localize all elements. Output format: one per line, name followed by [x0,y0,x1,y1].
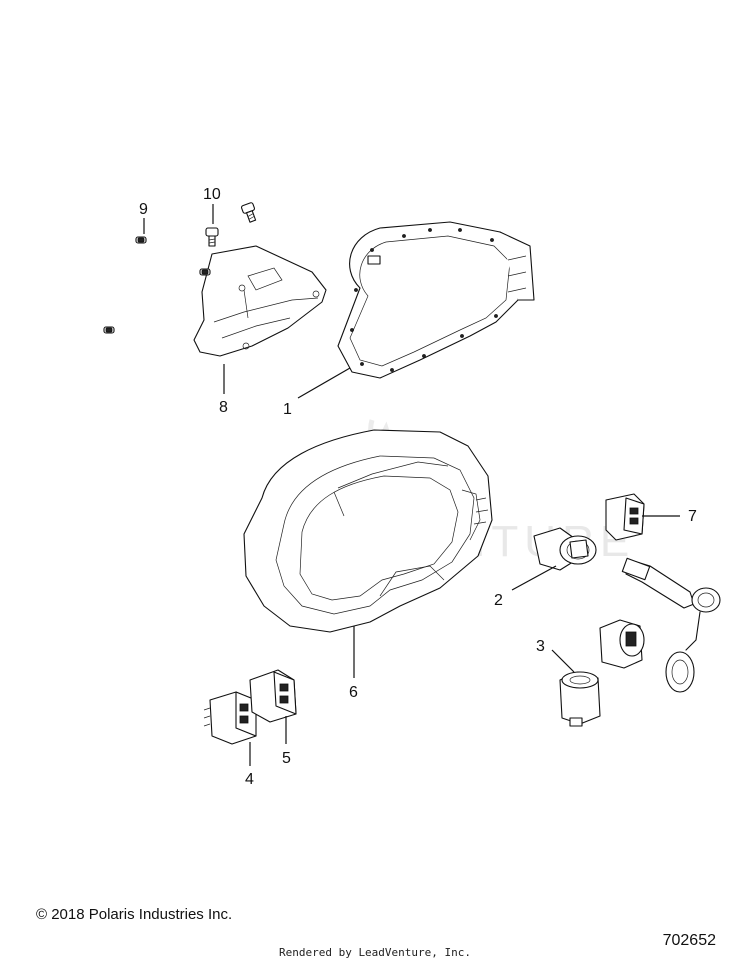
part-6-cluster-housing [243,429,493,633]
document-number: 702652 [662,932,716,949]
callout-8: 8 [219,399,228,416]
part-10-bolts [205,202,257,247]
part-5-rocker-switch [249,669,297,723]
part-7-rocker-switch [605,493,645,541]
callout-10: 10 [203,186,221,203]
callout-1: 1 [283,401,292,418]
rendered-by-notice: Rendered by LeadVenture, Inc. [278,946,472,959]
leader-lines [143,204,680,766]
part-2-key-switch [533,527,597,571]
leader-2 [511,565,557,591]
callout-6: 6 [349,684,358,701]
callout-7: 7 [688,508,697,525]
leader-3 [551,649,575,673]
part-4-rocker-switch [203,691,257,745]
part-3-power-outlets [559,619,645,727]
part-9-screws [103,236,211,334]
callout-9: 9 [139,201,148,218]
copyright-notice: © 2018 Polaris Industries Inc. [36,906,233,923]
callout-labels: 1 2 3 4 5 6 7 8 9 10 [139,186,697,788]
callout-5: 5 [282,750,291,767]
leader-1 [297,367,351,399]
part-8-bracket [193,245,327,357]
callout-2: 2 [494,592,503,609]
callout-3: 3 [536,638,545,655]
callout-4: 4 [245,771,254,788]
part-1-bezel [337,221,535,379]
socket-harness [621,557,721,693]
